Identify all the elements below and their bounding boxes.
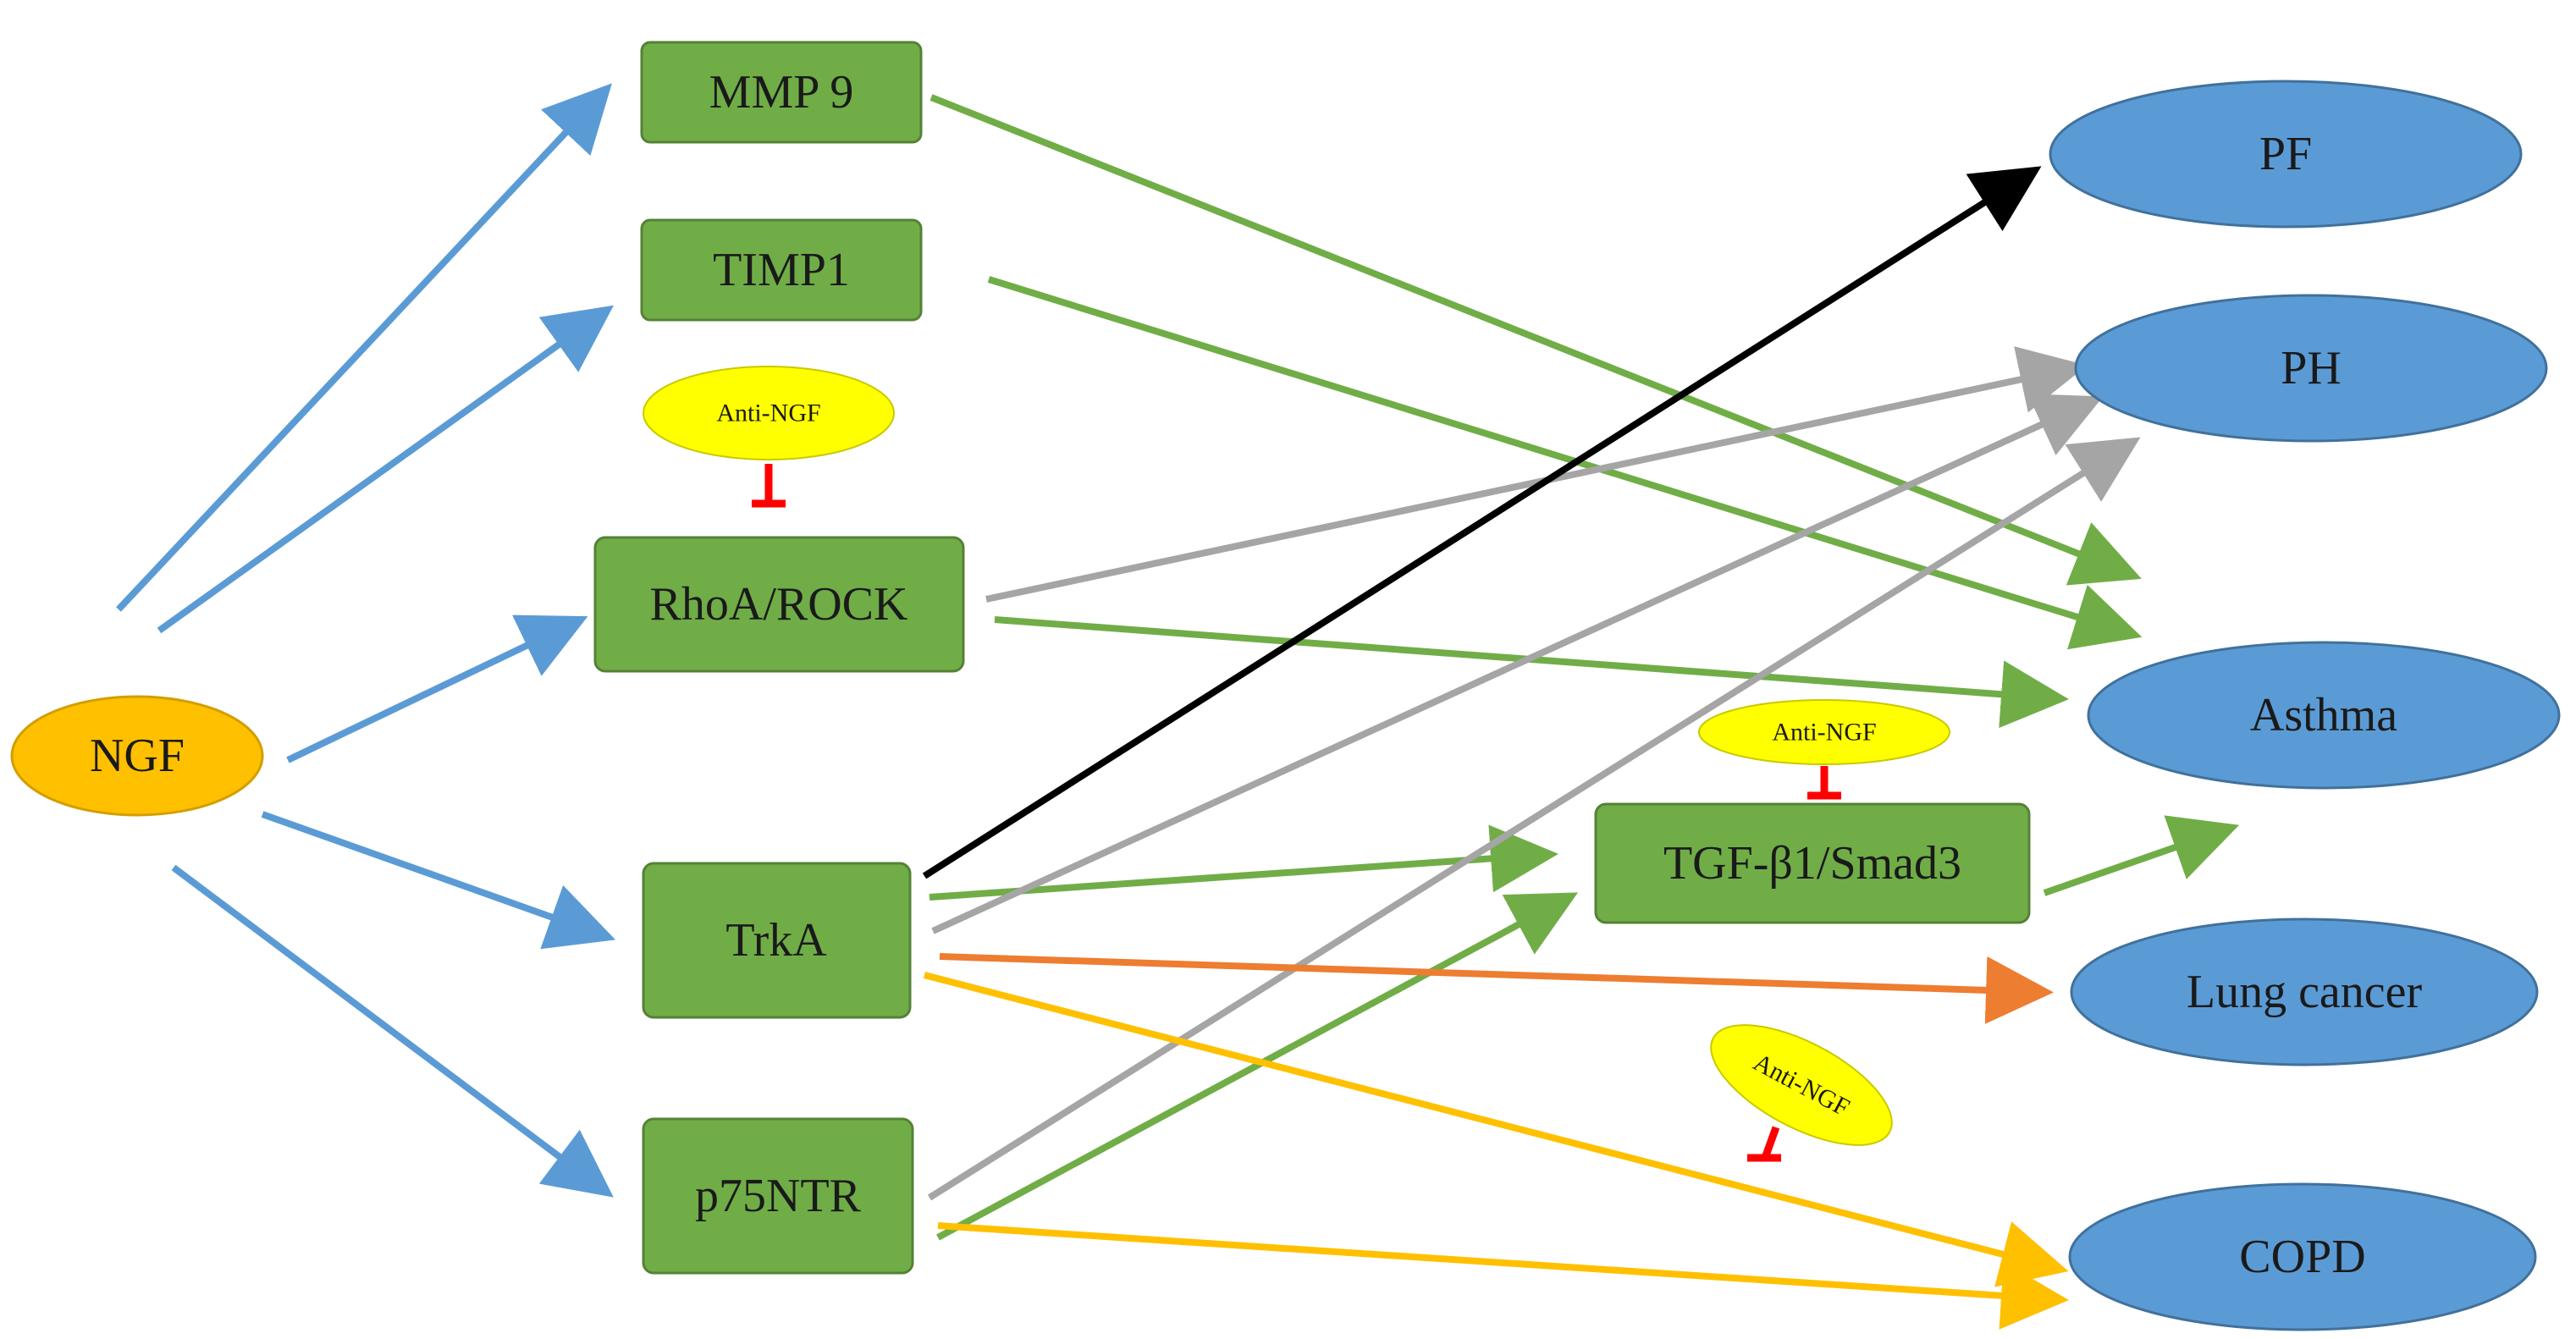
copd-ellipse	[2068, 1182, 2537, 1331]
arrow-trka-to-copd	[923, 972, 2069, 1287]
arrow-timp1-to-asthma	[987, 276, 2143, 650]
trka-label: TrkA	[725, 914, 827, 967]
arrow-p75ntr-to-ph	[927, 437, 2141, 1201]
ngf-label: NGF	[90, 730, 185, 782]
disease-pf: PF	[2049, 80, 2523, 229]
lung-cancer-label: Lung cancer	[2187, 966, 2423, 1018]
node-mmp9: MMP 9	[640, 41, 923, 144]
p75ntr-label: p75NTR	[695, 1170, 862, 1222]
arrow-ngf-to-p75ntr	[171, 864, 614, 1198]
yellow-arrows	[923, 972, 2069, 1330]
disease-lung-cancer: Lung cancer	[2070, 917, 2539, 1066]
arrow-p75ntr-to-copd	[937, 1222, 2069, 1330]
arrow-trka-to-ph	[931, 394, 2104, 934]
arrow-trka-to-pf	[922, 166, 2042, 879]
node-p75ntr: p75NTR	[642, 1117, 914, 1275]
node-ngf: NGF	[10, 695, 264, 817]
green-arrows	[929, 94, 2240, 1241]
disease-asthma: Asthma	[2087, 641, 2561, 790]
timp1-label: TIMP1	[713, 244, 850, 296]
p75ntr-box	[642, 1117, 914, 1275]
arrow-ngf-to-mmp9	[116, 83, 612, 612]
trka-box	[642, 862, 912, 1019]
disease-copd: COPD	[2068, 1182, 2537, 1331]
mmp9-label: MMP 9	[709, 66, 854, 118]
ngf-ellipse	[10, 695, 264, 817]
pf-label: PF	[2259, 128, 2312, 180]
arrow-trka-to-tgf	[929, 824, 1558, 901]
inhibit-stem-copd	[1761, 1126, 1780, 1160]
arrow-ngf-to-trka	[261, 811, 616, 950]
inhibitor-anti-ngf-tgf: Anti-NGF	[1698, 699, 1950, 800]
arrow-tgf-to-asthma	[2043, 815, 2240, 896]
mmp9-box	[640, 41, 923, 144]
node-rhoa-rock: RhoA/ROCK	[593, 536, 965, 673]
arrow-ngf-to-timp1	[157, 305, 615, 634]
ph-label: PH	[2281, 342, 2342, 394]
pf-ellipse	[2049, 80, 2523, 229]
node-tgf-smad3: TGF-β1/Smad3	[1594, 802, 2031, 924]
arrow-ngf-to-rhoa	[286, 614, 588, 763]
arrow-p75ntr-to-tgf	[936, 892, 1579, 1241]
node-timp1: TIMP1	[640, 218, 923, 322]
arrow-mmp9-to-asthma	[929, 94, 2142, 586]
inhibitor-anti-ngf-copd: Anti-NGF	[1710, 1024, 1893, 1162]
arrow-trka-to-lung-cancer	[939, 953, 2054, 1024]
anti-ngf-copd-ellipse	[1710, 1024, 1893, 1146]
tgf-smad3-label: TGF-β1/Smad3	[1663, 837, 1961, 890]
rhoa-rock-label: RhoA/ROCK	[650, 578, 908, 631]
lung-cancer-ellipse	[2070, 917, 2539, 1066]
asthma-ellipse	[2087, 641, 2561, 790]
ngf-arrows	[116, 83, 616, 1198]
arrow-rhoa-to-ph	[985, 346, 2088, 603]
inhibitor-anti-ngf-rhoa: Anti-NGF	[643, 366, 895, 508]
timp1-box	[640, 218, 923, 322]
ph-ellipse	[2074, 294, 2548, 443]
node-trka: TrkA	[642, 862, 912, 1019]
copd-label: COPD	[2239, 1231, 2365, 1283]
tgf-smad3-box	[1594, 802, 2031, 924]
anti-ngf-tgf-label: Anti-NGF	[1772, 719, 1876, 747]
asthma-label: Asthma	[2250, 689, 2397, 741]
anti-ngf-rhoa-label: Anti-NGF	[716, 399, 820, 427]
rhoa-rock-box	[593, 536, 965, 673]
disease-ph: PH	[2074, 294, 2548, 443]
gray-arrows	[927, 346, 2141, 1201]
anti-ngf-tgf-ellipse	[1698, 699, 1950, 765]
anti-ngf-rhoa-ellipse	[643, 366, 895, 460]
